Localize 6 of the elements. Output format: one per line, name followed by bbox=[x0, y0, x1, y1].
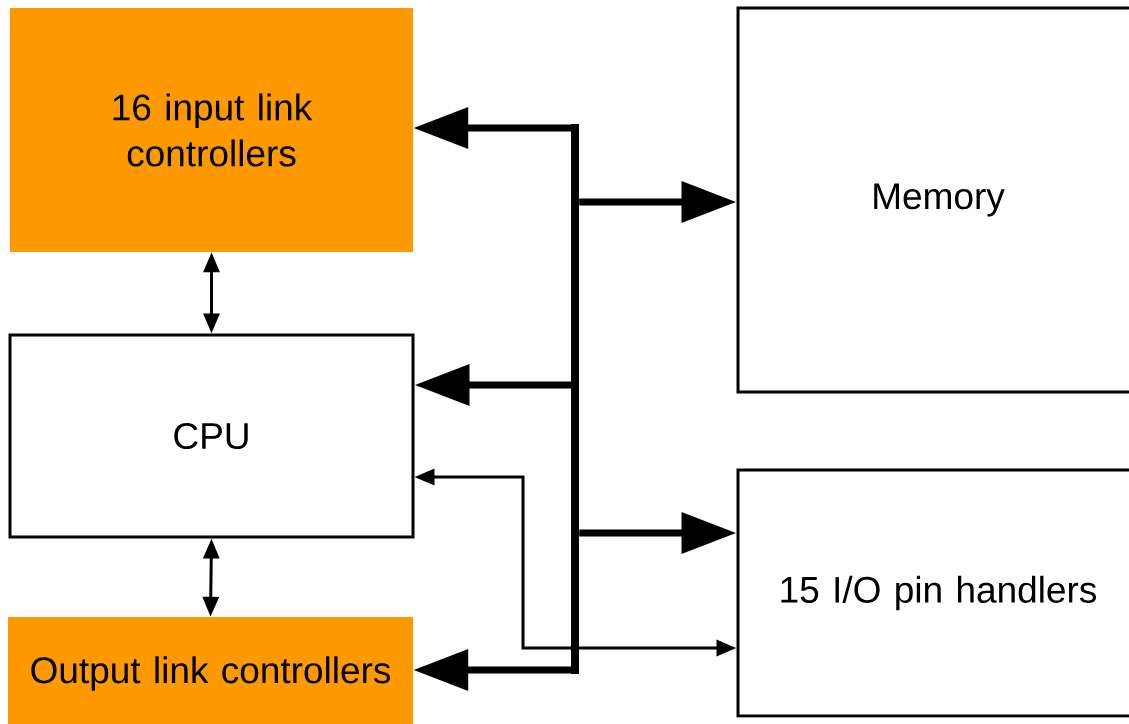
bus-bar bbox=[571, 124, 579, 674]
block-box: CPU bbox=[8, 333, 415, 539]
controller-box: Output link controllers bbox=[8, 617, 413, 724]
controller-box: 16 input link controllers bbox=[10, 8, 413, 252]
block-box: 15 I/O pin handlers bbox=[736, 468, 1129, 718]
block-box: Memory bbox=[736, 6, 1129, 394]
